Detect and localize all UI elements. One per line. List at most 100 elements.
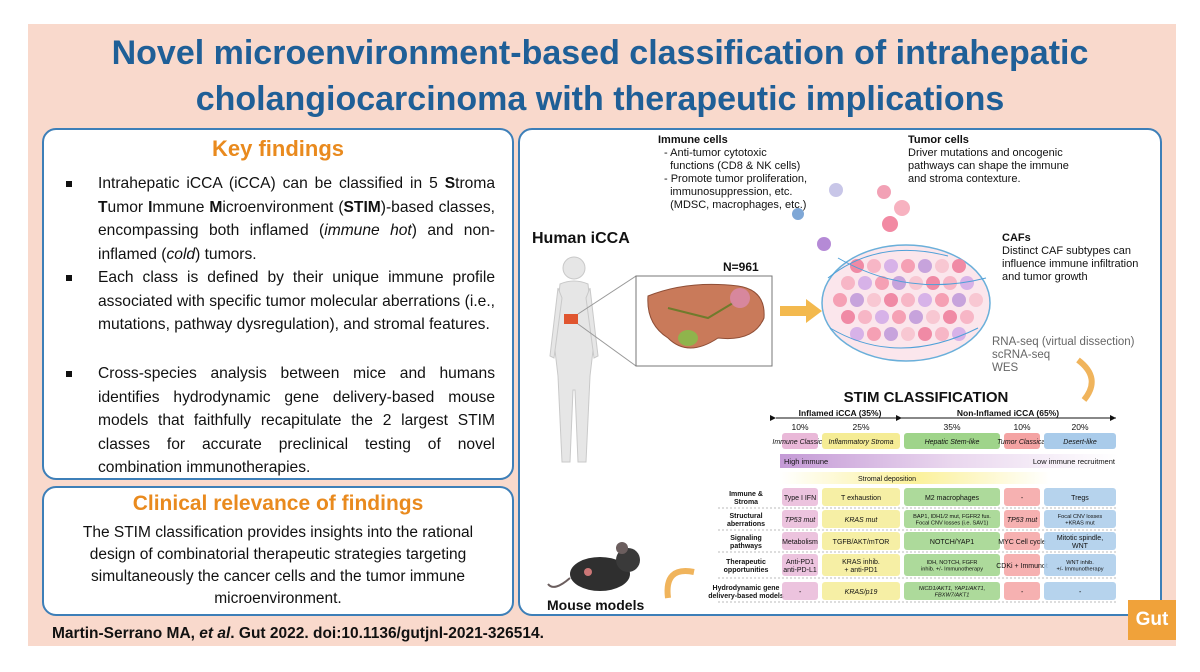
citation-rest: . Gut 2022. doi:10.1136/gutjnl-2021-3265…: [230, 625, 544, 642]
classification-cell-text: Mitotic spindle,: [1057, 535, 1103, 542]
gallbladder: [678, 330, 698, 346]
finding-text-segment: M: [209, 198, 223, 216]
immune-cell-icon: [817, 237, 831, 251]
class-header: [822, 433, 900, 449]
class-name: Hepatic Stem-like: [925, 439, 980, 446]
classification-cell: [1004, 488, 1040, 506]
classification-cell-text: + anti-PD1: [844, 567, 877, 574]
classification-cell-text: -: [1079, 589, 1082, 596]
classification-cell: [1044, 582, 1116, 600]
zoom-line: [577, 275, 637, 315]
classification-cell-text: WNT: [1072, 543, 1089, 550]
classification-cell-text: FBXW7/AKT1: [935, 593, 970, 599]
tme-cell: [901, 293, 915, 307]
right-arrow: [780, 299, 822, 323]
classification-cell-text: -: [1021, 495, 1024, 502]
classification-cell: [904, 488, 1000, 506]
classification-cell-text: KRAS mut: [845, 517, 879, 524]
immune-cells-list: - Anti-tumor cytotoxic functions (CD8 & …: [664, 147, 808, 211]
classification-cell: [904, 582, 1000, 600]
row-label: Hydrodynamic gene: [713, 585, 780, 592]
immune-cell-icon: [829, 183, 843, 197]
class-header: [904, 433, 1000, 449]
stromal-gradient-bar: [780, 472, 1118, 484]
stromal-deposition-label: Stromal deposition: [858, 476, 916, 483]
classification-cell-text: anti-PD-L1: [783, 567, 817, 574]
finding-text-1: Intrahepatic iCCA (iCCA) can be classifi…: [98, 172, 495, 266]
finding-text-segment: ) and non-inflamed (: [98, 222, 495, 263]
key-findings-panel: Key findings Intrahepatic iCCA (iCCA) ca…: [42, 128, 514, 480]
finding-text-segment: T: [98, 198, 108, 216]
classification-cell: [782, 488, 818, 506]
tme-cell: [892, 276, 906, 290]
finding-text-segment: umor: [107, 198, 149, 216]
class-header: [1004, 433, 1040, 449]
classification-cell: [822, 582, 900, 600]
finding-text-segment: )-based classes, encompassing both infla…: [98, 198, 495, 240]
finding-text-segment: S: [444, 175, 456, 192]
zoom-line: [577, 323, 637, 367]
tumor-cells-title: Tumor cells: [908, 134, 969, 146]
finding-text-segment: mmune: [152, 198, 210, 216]
cafs-title: CAFs: [1002, 232, 1031, 244]
tme-cell: [875, 310, 889, 324]
classification-cell-text: -: [799, 589, 802, 596]
classification-cell: [1044, 510, 1116, 528]
classification-cell-text: Focal CNV losses (i.e. SAV1): [916, 521, 989, 527]
noninflamed-label: Non-Inflamed iCCA (65%): [957, 408, 1059, 418]
tme-cell: [867, 293, 881, 307]
row-label: aberrations: [727, 521, 765, 528]
finding-text-segment: ) tumors.: [195, 245, 257, 263]
finding-text-segment: troma: [455, 175, 495, 192]
classification-cell-text: TP53 mut: [1007, 517, 1038, 524]
liver-mark: [564, 314, 578, 324]
human-icca-label: Human iCCA: [532, 230, 630, 247]
row-label: Therapeutic: [726, 559, 766, 566]
row-label: Stroma: [734, 499, 758, 506]
class-name: Immune Classical: [772, 439, 828, 446]
classification-cell: [904, 554, 1000, 576]
bullet-marker: [66, 275, 72, 281]
finding-bullet-1: Intrahepatic iCCA (iCCA) can be classifi…: [66, 172, 495, 266]
classification-cell-text: M2 macrophages: [925, 495, 980, 502]
classification-cell: [1004, 510, 1040, 528]
citation-etal: et al: [199, 625, 231, 642]
class-name: Inflammatory Stroma: [829, 439, 894, 446]
tme-cell: [918, 293, 932, 307]
tme-cell: [960, 310, 974, 324]
tumor-cell-icon: [894, 200, 910, 216]
tme-cell: [858, 310, 872, 324]
tme-cell: [935, 293, 949, 307]
class-header: [1044, 433, 1116, 449]
immune-cells-title: Immune cells: [658, 134, 728, 146]
finding-text-segment: icroenvironment (: [222, 198, 344, 216]
title-line-1: Novel microenvironment-based classificat…: [111, 34, 1089, 72]
classification-cell-text: MYC Cell cycle: [998, 539, 1046, 546]
classification-cell-text: inhib. +/- Immunotherapy: [921, 567, 983, 573]
tme-cell: [867, 259, 881, 273]
tme-cell: [918, 259, 932, 273]
tme-cell: [901, 259, 915, 273]
tumor-cell-icon: [877, 185, 891, 199]
mouse-illustration: [547, 542, 640, 591]
classification-cell-text: +KRAS mut: [1065, 521, 1095, 527]
finding-bullet-2: Each class is defined by their unique im…: [66, 266, 495, 337]
immune-gradient-bar: [780, 454, 1118, 468]
clinical-relevance-text: The STIM classification provides insight…: [82, 524, 474, 607]
n-label: N=961: [723, 260, 759, 274]
classification-cell: [1004, 532, 1040, 550]
finding-text-segment: Intrahepatic iCCA (iCCA) can be classifi…: [98, 175, 445, 192]
classification-cell: [782, 510, 818, 528]
mouse-models-label: Mouse models: [547, 597, 645, 613]
tme-cell: [909, 310, 923, 324]
bullet-marker: [66, 181, 72, 187]
tumor-cell-icon: [882, 216, 898, 232]
tme-cell: [943, 310, 957, 324]
mouse-curved-arrow: [664, 568, 695, 599]
classification-cell: [822, 510, 900, 528]
classification-cell-text: WNT inhib.: [1066, 560, 1094, 566]
classification-cell-text: Focal CNV losses: [1058, 514, 1103, 520]
classification-cell: [904, 532, 1000, 550]
classification-cell: [1044, 488, 1116, 506]
citation-authors: Martin-Serrano MA,: [52, 625, 200, 642]
